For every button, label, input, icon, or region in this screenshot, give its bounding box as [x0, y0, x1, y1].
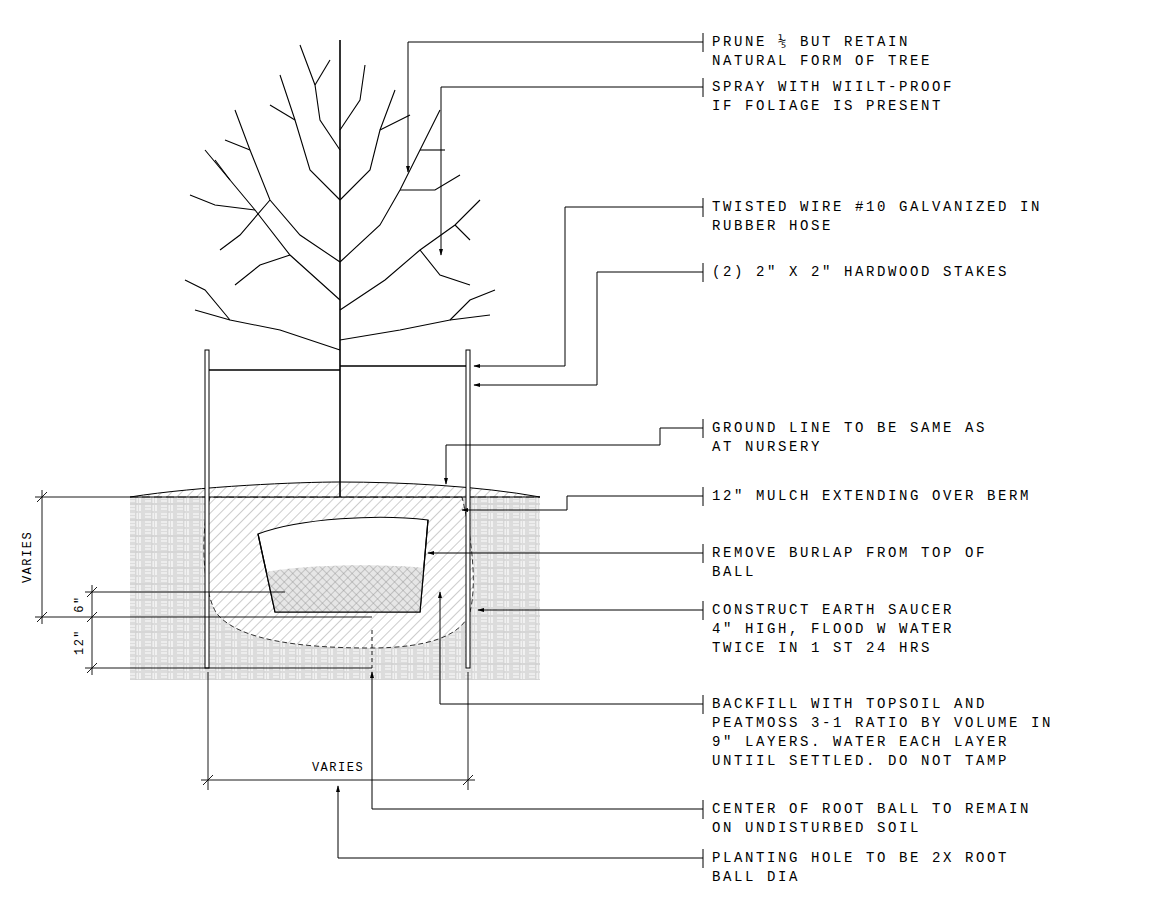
- tree: [185, 40, 495, 497]
- root-ball: [258, 517, 428, 612]
- twisted-wire: [209, 366, 466, 370]
- earth-berm: [130, 482, 540, 497]
- callout-note: CENTER OF ROOT BALL TO REMAIN ON UNDISTU…: [712, 800, 1037, 838]
- callout-note: PRUNE ⅕ BUT RETAIN NATURAL FORM OF TREE: [712, 33, 938, 71]
- dimension-label: 12": [73, 627, 87, 657]
- callout-note: BACKFILL WITH TOPSOIL AND PEATMOSS 3-1 R…: [712, 695, 1059, 771]
- dimension-label: 6": [73, 593, 87, 614]
- label-ticks: [703, 33, 704, 868]
- callout-note: CONSTRUCT EARTH SAUCER 4" HIGH, FLOOD W …: [712, 601, 960, 658]
- callout-note: TWISTED WIRE #10 GALVANIZED IN RUBBER HO…: [712, 198, 1048, 236]
- existing-soil: [130, 497, 540, 680]
- hardwood-stake: [205, 350, 209, 668]
- callout-note: 12" MULCH EXTENDING OVER BERM: [712, 487, 1158, 506]
- dimension-label: VARIES: [21, 529, 35, 585]
- callout-note: PLANTING HOLE TO BE 2X ROOT BALL DIA: [712, 849, 1015, 887]
- dimension-lines: [35, 490, 475, 790]
- callout-note: (2) 2" X 2" HARDWOOD STAKES: [712, 263, 1158, 282]
- hardwood-stake: [466, 350, 470, 668]
- backfill-hole: [204, 497, 473, 648]
- dimension-label: VARIES: [310, 761, 366, 775]
- callout-note: GROUND LINE TO BE SAME AS AT NURSERY: [712, 419, 993, 457]
- callout-note: SPRAY WITH WIILT-PROOF IF FOLIAGE IS PRE…: [712, 78, 960, 116]
- leader-lines: [338, 42, 703, 858]
- callout-note: REMOVE BURLAP FROM TOP OF BALL: [712, 544, 993, 582]
- burlap: [266, 565, 424, 612]
